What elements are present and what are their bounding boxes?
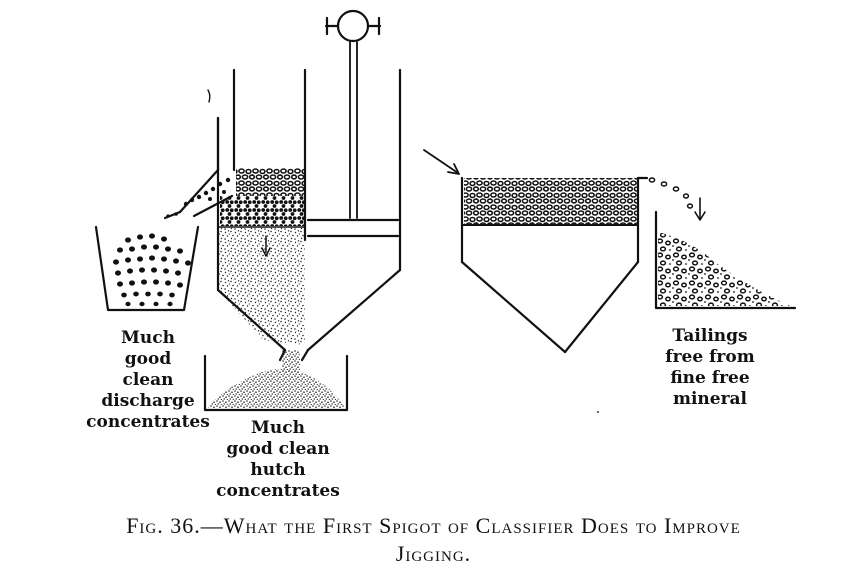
discharge-stream bbox=[166, 177, 231, 218]
concentrate-beaker bbox=[94, 225, 200, 312]
plunger-wheel bbox=[336, 9, 370, 43]
tailings-bin bbox=[654, 210, 797, 310]
jig-concentrate-layer bbox=[220, 196, 304, 226]
tailings-pile bbox=[658, 232, 790, 306]
jig-hutch-sand bbox=[218, 228, 305, 345]
overflow-pebbles bbox=[648, 177, 694, 209]
hutch-tray bbox=[203, 354, 349, 412]
figure-caption-line-2: Jigging. bbox=[395, 541, 472, 566]
jig-pebble-bed bbox=[236, 168, 304, 196]
classifier-pebble-bed bbox=[464, 178, 637, 224]
spigot-stream bbox=[282, 350, 300, 372]
figure-caption-line-1: Fig. 36.—What the First Spigot of Classi… bbox=[126, 513, 741, 538]
classifier bbox=[460, 176, 649, 354]
feed-arrow bbox=[423, 149, 460, 175]
label-tailings: Tailings free from fine free mineral bbox=[665, 326, 755, 409]
discharge-concentrates bbox=[113, 233, 191, 307]
label-discharge-concentrates: Much good clean discharge concentrates bbox=[86, 328, 210, 432]
label-hutch-concentrates: Much good clean hutch concentrates bbox=[216, 418, 340, 501]
tailings-arrow bbox=[694, 197, 706, 221]
hutch-concentrates bbox=[208, 369, 345, 408]
